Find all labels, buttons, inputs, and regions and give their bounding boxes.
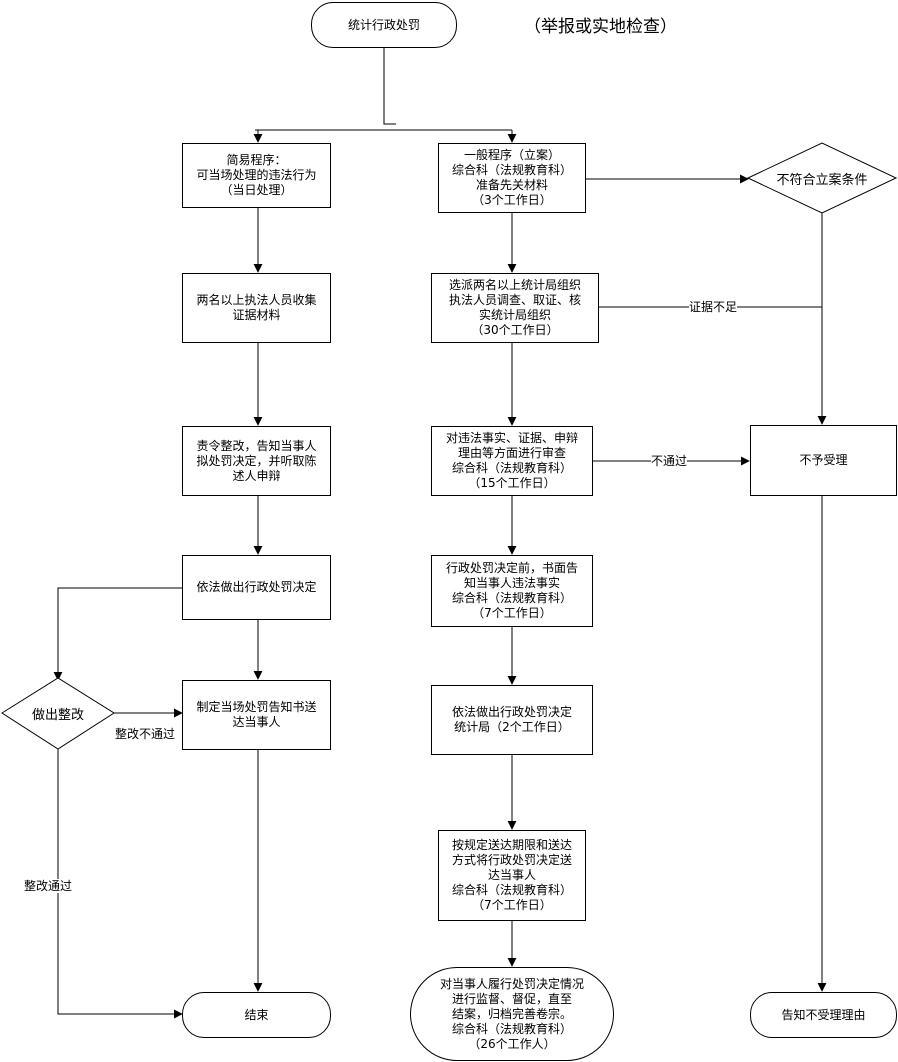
- top-connector: [383, 48, 396, 125]
- investigation-node: 选派两名以上统计局组织 执法人员调查、取证、核 实统计局组织 （30个工作日）: [431, 273, 599, 343]
- simple-procedure-node: 简易程序： 可当场处理的违法行为 （当日处理）: [182, 143, 331, 208]
- written-notice-node: 行政处罚决定前，书面告 知当事人违法事实 综合科（法规教育科） （7个工作日）: [431, 555, 593, 627]
- label-review-failed: 不通过: [651, 454, 688, 468]
- arrow-s4-decision: [53, 587, 182, 681]
- collect-evidence-node: 两名以上执法人员收集 证据材料: [182, 273, 331, 343]
- decision-rectify-label: 做出整改: [31, 708, 84, 723]
- deliver-decision-node: 按规定送达期限和送达 方式将行政处罚决定送 达当事人 综合科（法规教育科） （7…: [438, 830, 586, 921]
- order-rectify-node: 责令整改，告知当事人 拟处罚决定，并听取陈 述人申辩: [182, 426, 331, 496]
- decision-rectify-shape: [1, 677, 115, 750]
- label-insufficient-evidence: 证据不足: [689, 300, 738, 314]
- notify-reason-node: 告知不受理理由: [750, 992, 897, 1038]
- end-node: 结束: [182, 992, 331, 1038]
- start-node: 统计行政处罚: [311, 2, 457, 48]
- general-penalty-decision-node: 依法做出行政处罚决定 统计局（2个工作日）: [431, 685, 593, 755]
- supervision-end-node: 对当事人履行处罚决定情况 进行监督、督促，直至 结案，归档完善卷宗。 综合科（法…: [410, 967, 614, 1061]
- label-rectify-passed: 整改通过: [24, 879, 73, 893]
- arrow-decision-end: [57, 749, 183, 1019]
- decision-not-eligible-label: 不符合立案条件: [776, 172, 868, 188]
- deliver-notice-node: 制定当场处罚告知书送 达当事人: [182, 680, 331, 750]
- not-accepted-node: 不予受理: [750, 425, 897, 496]
- penalty-decision-node: 依法做出行政处罚决定: [182, 555, 331, 620]
- line-evidence: [599, 306, 823, 330]
- decision-not-eligible-shape: [746, 142, 898, 214]
- label-rectify-failed: 整改不通过: [115, 727, 176, 741]
- title-note: （举报或实地检查）: [524, 17, 677, 37]
- review-node: 对违法事实、证据、申辩 理由等方面进行审查 综合科（法规教育科） （15个工作日…: [431, 426, 593, 496]
- general-procedure-node: 一般程序（立案） 综合科（法规教育科） 准备先关材料 （3个工作日）: [438, 143, 586, 213]
- start-node-label: 统计行政处罚: [347, 17, 420, 32]
